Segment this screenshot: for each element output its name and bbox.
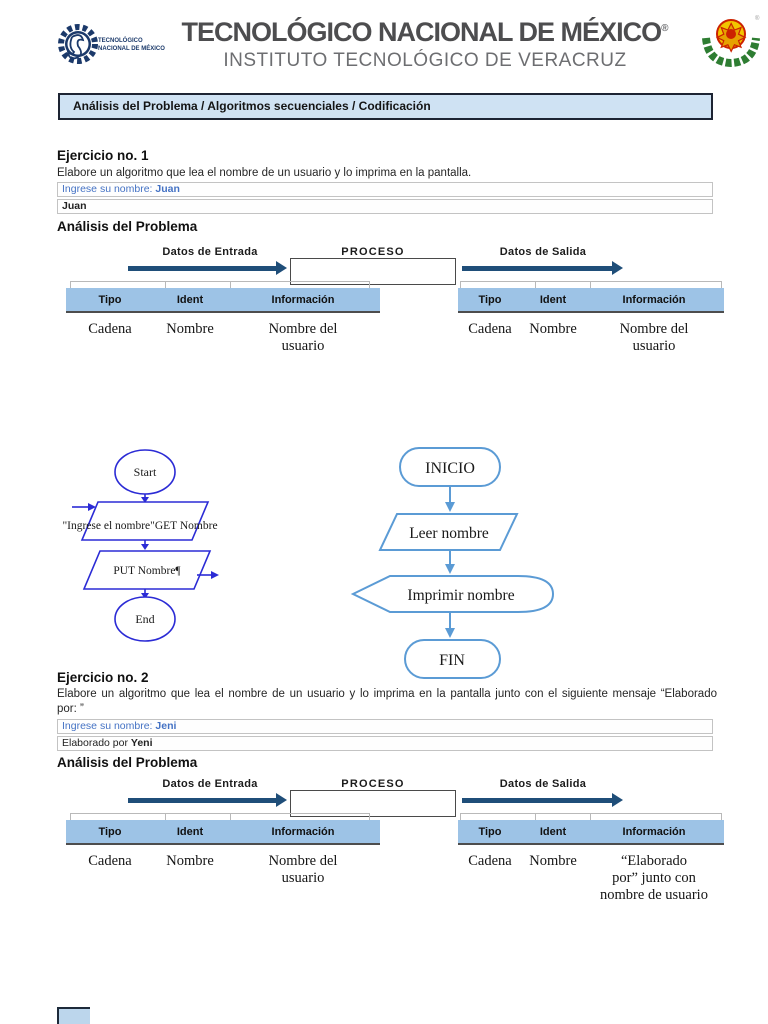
- process-label: PROCESO: [341, 246, 405, 258]
- input-table-row: Cadena Nombre Nombre del usuario: [66, 313, 380, 355]
- description-line: por: ”: [57, 703, 84, 715]
- raptor-output-label: PUT Nombre¶: [113, 565, 181, 577]
- institution-subtitle: INSTITUTO TECNOLÓGICO DE VERACRUZ: [223, 50, 627, 71]
- console-prompt: Ingrese su nombre:: [62, 183, 156, 195]
- exercise1-analysis-heading: Análisis del Problema: [57, 219, 198, 234]
- svg-text:®: ®: [755, 15, 760, 22]
- input-label: Datos de Entrada: [162, 246, 258, 258]
- output-label: Datos de Salida: [499, 778, 587, 790]
- col-tipo: Tipo: [98, 293, 122, 306]
- itv-logo-icon: ®: [700, 12, 762, 77]
- input-table: Tipo Ident Información Cadena Nombre Nom…: [66, 820, 380, 887]
- flow-print-label: Imprimir nombre: [407, 587, 514, 604]
- cell-informacion: Nombre del usuario: [268, 321, 338, 354]
- input-table-header: Tipo Ident Información: [66, 820, 380, 845]
- output-table: Tipo Ident Información Cadena Nombre “El…: [458, 820, 724, 904]
- col-ident: Ident: [539, 825, 567, 838]
- input-bracket: [70, 281, 370, 288]
- console-output-name: Yeni: [130, 737, 153, 749]
- cell-ident: Nombre: [166, 853, 214, 869]
- console-value: Juan: [155, 183, 180, 195]
- col-ident: Ident: [176, 825, 204, 838]
- process-box: [290, 790, 456, 817]
- io-diagram-1: Datos de Entrada PROCESO Datos de Salida…: [0, 240, 768, 365]
- next-page-fragment: [57, 1007, 90, 1024]
- raptor-start-label: Start: [134, 465, 157, 479]
- exercise2-analysis-heading: Análisis del Problema: [57, 755, 198, 770]
- document-title-bar: Análisis del Problema / Algoritmos secue…: [58, 93, 713, 120]
- exercise2-heading: Ejercicio no. 2: [57, 670, 149, 685]
- raptor-end-label: End: [135, 612, 154, 626]
- input-label: Datos de Entrada: [162, 778, 258, 790]
- exercise2-console-output: Elaborado por Yeni: [57, 736, 713, 751]
- output-arrow: [462, 793, 623, 807]
- col-tipo: Tipo: [478, 825, 502, 838]
- col-tipo: Tipo: [478, 293, 502, 306]
- cell-tipo: Cadena: [88, 321, 132, 337]
- cell-tipo: Cadena: [468, 853, 512, 869]
- cell-ident: Nombre: [529, 321, 577, 337]
- process-label: PROCESO: [341, 778, 405, 790]
- io-diagram-2: Datos de Entrada PROCESO Datos de Salida…: [0, 772, 768, 922]
- output-arrow: [462, 261, 623, 275]
- svg-text:NACIONAL DE MÉXICO.: NACIONAL DE MÉXICO.: [98, 44, 165, 52]
- flowchart-raptor: Start "Ingrese el nombre"GET Nombre PUT …: [62, 449, 219, 642]
- flow-start-label: INICIO: [425, 460, 475, 477]
- cell-informacion: Nombre del usuario: [268, 853, 338, 886]
- output-table-row: Cadena Nombre Nombre del usuario: [458, 313, 724, 355]
- flowchart-standard: INICIO Leer nombre Imprimir nombre FIN: [350, 447, 555, 679]
- console-prompt: Ingrese su nombre:: [62, 720, 156, 732]
- exercise1-console-output: Juan: [57, 199, 713, 214]
- output-bracket: [460, 281, 722, 288]
- col-informacion: Información: [622, 293, 686, 306]
- output-bracket: [460, 813, 722, 820]
- input-bracket: [70, 813, 370, 820]
- input-table: Tipo Ident Información Cadena Nombre Nom…: [66, 288, 380, 355]
- col-ident: Ident: [176, 293, 204, 306]
- col-informacion: Información: [622, 825, 686, 838]
- exercise1-console-input: Ingrese su nombre: Juan: [57, 182, 713, 197]
- exercise2-description: Elabore un algoritmo que lea el nombre d…: [57, 687, 717, 717]
- output-table-header: Tipo Ident Información: [458, 288, 724, 313]
- process-box: [290, 258, 456, 285]
- flow-end-label: FIN: [439, 652, 465, 669]
- output-label: Datos de Salida: [499, 246, 587, 258]
- input-table-row: Cadena Nombre Nombre del usuario: [66, 845, 380, 887]
- cell-informacion: Nombre del usuario: [619, 321, 689, 354]
- cell-informacion: “Elaborado por” junto con nombre de usua…: [600, 853, 708, 903]
- col-tipo: Tipo: [98, 825, 122, 838]
- tecnm-logo-icon: TECNOLÓGICO NACIONAL DE MÉXICO.: [53, 16, 167, 77]
- cell-tipo: Cadena: [88, 853, 132, 869]
- svg-text:TECNOLÓGICO: TECNOLÓGICO: [98, 36, 143, 44]
- output-table: Tipo Ident Información Cadena Nombre Nom…: [458, 288, 724, 355]
- input-arrow: [128, 261, 287, 275]
- institution-title: TECNOLÓGICO NACIONAL DE MÉXICO®: [181, 17, 669, 47]
- institution-titles: TECNOLÓGICO NACIONAL DE MÉXICO® INSTITUT…: [165, 14, 685, 72]
- cell-ident: Nombre: [529, 853, 577, 869]
- flow-read-label: Leer nombre: [409, 525, 489, 542]
- input-arrow: [128, 793, 287, 807]
- exercise2-console-input: Ingrese su nombre: Jeni: [57, 719, 713, 734]
- col-ident: Ident: [539, 293, 567, 306]
- col-informacion: Información: [271, 293, 335, 306]
- registered-mark: ®: [661, 23, 669, 34]
- console-output-text: Juan: [62, 200, 87, 212]
- description-line: Elabore un algoritmo que lea el nombre d…: [57, 688, 717, 700]
- input-table-header: Tipo Ident Información: [66, 288, 380, 313]
- raptor-input-label: "Ingrese el nombre"GET Nombre: [62, 520, 217, 532]
- cell-tipo: Cadena: [468, 321, 512, 337]
- cell-ident: Nombre: [166, 321, 214, 337]
- console-value: Jeni: [155, 720, 177, 732]
- col-informacion: Información: [271, 825, 335, 838]
- exercise1-heading: Ejercicio no. 1: [57, 148, 149, 163]
- output-table-header: Tipo Ident Información: [458, 820, 724, 845]
- output-table-row: Cadena Nombre “Elaborado por” junto con …: [458, 845, 724, 904]
- exercise1-description: Elabore un algoritmo que lea el nombre d…: [57, 167, 472, 179]
- console-output-prefix: Elaborado por: [62, 737, 131, 749]
